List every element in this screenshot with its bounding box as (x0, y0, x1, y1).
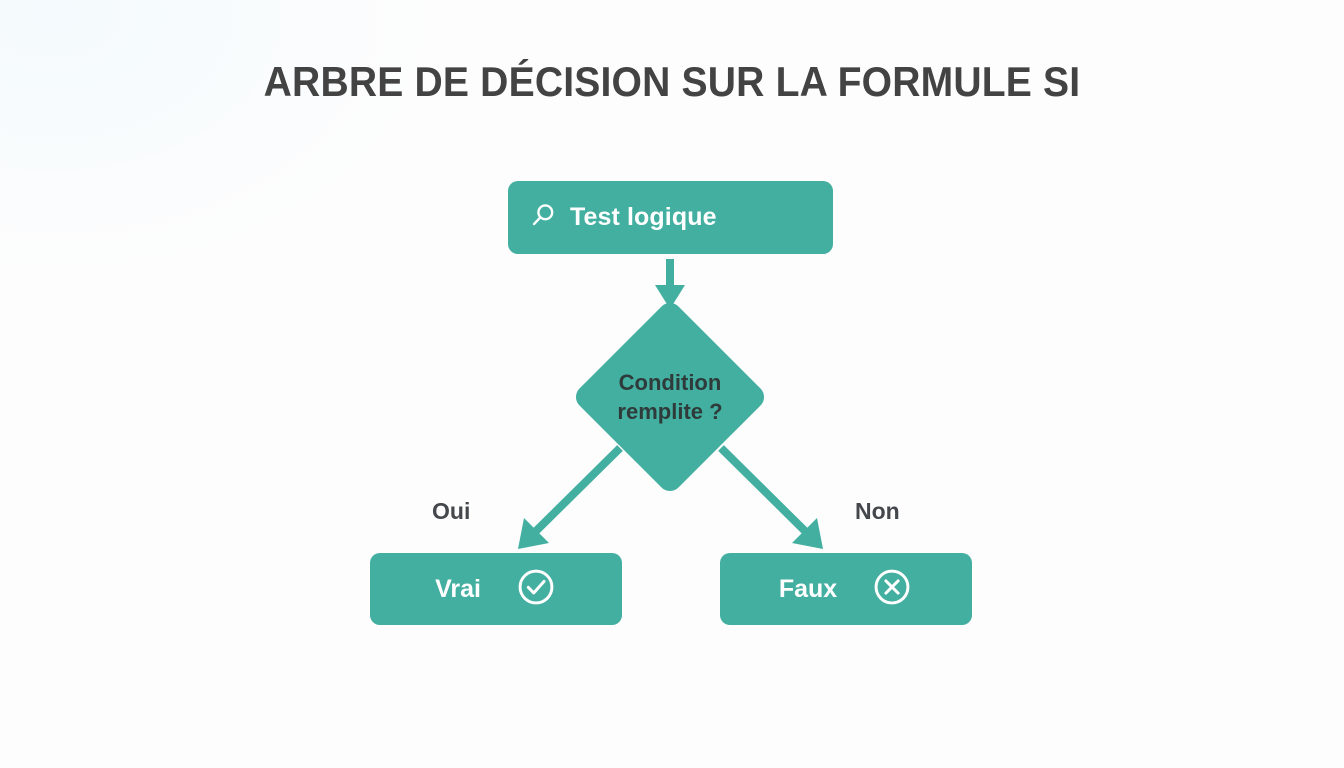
diamond-label-line1: Condition (618, 369, 722, 395)
node-faux[interactable]: Faux (720, 553, 972, 625)
edge-root-to-decision (655, 259, 685, 309)
diamond-text-wrap: Condition remplite ? (572, 299, 768, 495)
node-vrai[interactable]: Vrai (370, 553, 622, 625)
x-circle-icon (871, 566, 913, 613)
node-vrai-label: Vrai (435, 574, 481, 603)
node-test-logique[interactable]: Test logique (508, 181, 833, 254)
node-condition-remplite[interactable]: Condition remplite ? (571, 298, 769, 496)
edge-decision-to-false (718, 445, 823, 549)
node-test-logique-label: Test logique (570, 203, 717, 231)
diamond-label-line2: remplite ? (617, 399, 723, 424)
edge-decision-to-true (518, 445, 623, 549)
branch-label-oui: Oui (432, 498, 471, 524)
check-circle-icon (515, 566, 557, 613)
branch-label-non: Non (855, 498, 900, 524)
node-faux-label: Faux (778, 574, 838, 603)
search-icon (530, 202, 557, 234)
page-title: ARBRE DE DÉCISION SUR LA FORMULE SI (263, 58, 1081, 105)
